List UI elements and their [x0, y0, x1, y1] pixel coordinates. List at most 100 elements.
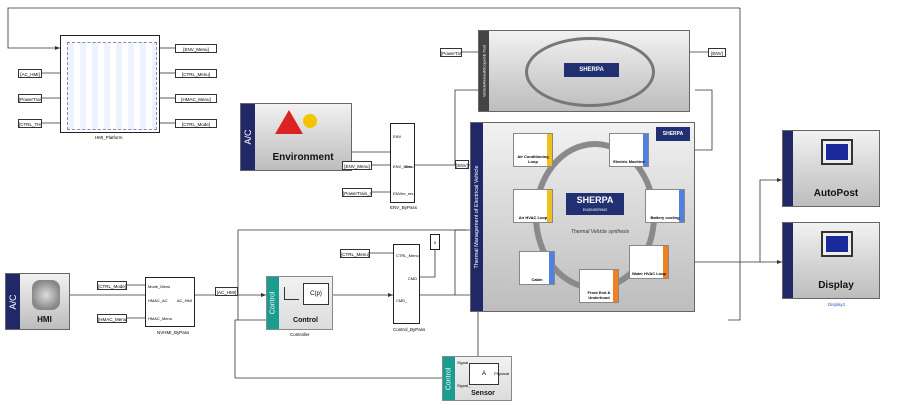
- hmi-platform-output-2: [CTRL_Menu]: [175, 69, 217, 78]
- hmi-platform-preview: [67, 42, 157, 130]
- nvhmi-bypass-caption: NVHMI_ByPass: [157, 330, 190, 335]
- vehicle-scope-input-tag: [PowerTrain_res]: [440, 48, 462, 57]
- tile-front-end-underhood[interactable]: Front End & Underhood: [579, 269, 619, 303]
- vehicle-scope-center: SHERPA: [564, 63, 619, 77]
- nvhmi-bypass-block[interactable]: Mode_Menu HMAC_AC HMAC_Menu AC_HMI: [145, 277, 195, 327]
- sensor-block-text: A: [481, 371, 486, 377]
- sensor-block[interactable]: Control A Physical Signal Signal_ Sensor: [442, 356, 512, 401]
- hmi-platform-input-2: [PowerTrain_res]: [18, 94, 42, 103]
- control-bypass-port-2: CMD: [407, 276, 417, 281]
- sensor-bar-label: Control: [445, 367, 453, 390]
- vehicle-scope-right-tag: [ENV]: [708, 48, 726, 57]
- thermal-vehicle-bar: Thermal Management of Electrical Vehicle: [471, 123, 483, 311]
- control-bypass-port-3: CMD_: [396, 298, 408, 303]
- vehicle-scope-ring: [525, 37, 655, 107]
- control-title: Control: [293, 317, 318, 324]
- control-block[interactable]: Control C(p) Control: [266, 276, 333, 330]
- control-transfer-box: C(p): [303, 283, 329, 305]
- tile-cabin[interactable]: Cabin: [519, 251, 555, 285]
- nvhmi-port-in-3: HMAC_Menu: [148, 316, 173, 321]
- thermal-corner-logo: SHERPA: [656, 127, 690, 141]
- tile-strip: [613, 270, 618, 302]
- nvhmi-input-1: [CTRL_Mode]: [97, 281, 127, 290]
- hmi-platform-output-3: [HMAC_Menu]: [175, 94, 217, 103]
- thermal-corner-logo-label: SHERPA: [662, 131, 684, 137]
- thermal-center-logo: SHERPA ENGINEERING: [566, 193, 624, 215]
- hmi-ac-bar: A/C: [6, 274, 20, 329]
- env-bypass-out-tag: [ENV]: [455, 160, 469, 169]
- vehicle-scope-title: VehicleRenaultScopeSE-Test: [481, 44, 487, 98]
- display-caption: Display1: [828, 302, 846, 307]
- constant-block[interactable]: 0: [430, 234, 440, 250]
- sensor-port-3: Signal_: [457, 383, 471, 388]
- chart-icon: [826, 236, 848, 252]
- step-icon: [284, 287, 299, 300]
- tile-strip: [547, 134, 552, 166]
- control-bypass-block[interactable]: CTRL_Menu CMD CMD_: [393, 244, 420, 324]
- tile-air-hvac-loop[interactable]: Air HVAC Loop: [513, 189, 553, 223]
- environment-block[interactable]: A/C Environment: [240, 103, 352, 171]
- tile-label: Battery cooling: [650, 215, 680, 220]
- nvhmi-port-in-2: HMAC_AC: [148, 298, 168, 303]
- tile-label: Electric Machine: [613, 159, 645, 164]
- control-caption: Controller: [290, 332, 310, 337]
- env-bypass-port-out-1: Env: [405, 164, 412, 169]
- thermal-vehicle-bar-label: Thermal Management of Electrical Vehicle: [474, 165, 480, 269]
- tile-label: Air HVAC Loop: [518, 215, 548, 220]
- tile-label: Air Conditioning Loop: [517, 154, 549, 164]
- hmi-platform-caption: HMI_Platform: [95, 135, 123, 140]
- nvhmi-port-in-1: Mode_Menu: [148, 284, 171, 289]
- sensor-gain-box: A: [469, 363, 499, 385]
- tile-label: Cabin: [531, 277, 543, 282]
- autopost-title: AutoPost: [813, 188, 859, 199]
- chart-icon: [826, 144, 848, 160]
- display-title: Display: [818, 280, 854, 291]
- nvhmi-input-2: [HMAC_Menu]: [97, 314, 127, 323]
- monitor-icon: [821, 231, 853, 257]
- control-teal-bar: Control: [267, 277, 279, 329]
- hmi-panel-icon: [32, 280, 60, 310]
- thermal-vehicle-block[interactable]: Thermal Management of Electrical Vehicle…: [470, 122, 695, 312]
- tile-strip: [547, 190, 552, 222]
- hmi-title: HMI: [37, 315, 52, 324]
- display-block[interactable]: Display: [782, 222, 880, 299]
- tile-battery-cooling[interactable]: Battery cooling: [645, 189, 685, 223]
- tile-electric-machine[interactable]: Electric Machine: [609, 133, 649, 167]
- vehicle-scope-center-label: SHERPA: [579, 67, 604, 73]
- environment-ac-label: A/C: [243, 129, 253, 145]
- hmi-platform-block[interactable]: [60, 35, 160, 133]
- control-bypass-caption: Control_ByPass: [393, 327, 426, 332]
- monitor-icon: [821, 139, 853, 165]
- env-bypass-caption: ENV_ByPass: [390, 205, 418, 210]
- control-bypass-input-tag: [CTRL_Menu]: [340, 249, 370, 258]
- tile-strip: [679, 190, 684, 222]
- thermal-center-sub: ENGINEERING: [582, 208, 608, 212]
- environment-ac-bar: A/C: [241, 104, 255, 170]
- autopost-bar: [783, 131, 793, 206]
- nvhmi-port-out-1: AC_HMI: [176, 298, 192, 303]
- tile-strip: [663, 246, 668, 278]
- thermal-center-label: SHERPA: [576, 195, 614, 205]
- tile-strip: [549, 252, 554, 284]
- hmi-ac-label: A/C: [8, 293, 18, 310]
- env-bypass-port-in-3: ENVire_res: [393, 191, 414, 196]
- tile-strip: [643, 134, 648, 166]
- sensor-title: Sensor: [471, 390, 495, 397]
- env-bypass-input-1: [ENV_Menu]: [342, 161, 372, 170]
- autopost-block[interactable]: AutoPost: [782, 130, 880, 207]
- sensor-port-2: Signal: [457, 360, 469, 365]
- env-bypass-port-in-1: ENV: [393, 134, 402, 139]
- nvhmi-out-tag: [AC_HMI]: [215, 287, 238, 296]
- constant-label: 0: [433, 240, 437, 245]
- display-bar: [783, 223, 793, 298]
- vehicle-scope-block[interactable]: VehicleRenaultScopeSE-Test SHERPA: [478, 30, 690, 112]
- control-block-text: C(p): [310, 291, 322, 297]
- vehicle-scope-bar: VehicleRenaultScopeSE-Test: [479, 31, 489, 111]
- env-bypass-block[interactable]: ENV ENV_Menu ENVire_res Env: [390, 123, 415, 203]
- hmi-block[interactable]: A/C HMI: [5, 273, 70, 330]
- tile-air-conditioning-loop[interactable]: Air Conditioning Loop: [513, 133, 553, 167]
- tile-water-hvac-loop[interactable]: Water HVAC Loop: [629, 245, 669, 279]
- hmi-platform-output-4: [CTRL_Mode]: [175, 119, 217, 128]
- hmi-platform-input-3: [CTRL_THMAC]: [18, 119, 42, 128]
- tile-label: Water HVAC Loop: [632, 271, 666, 276]
